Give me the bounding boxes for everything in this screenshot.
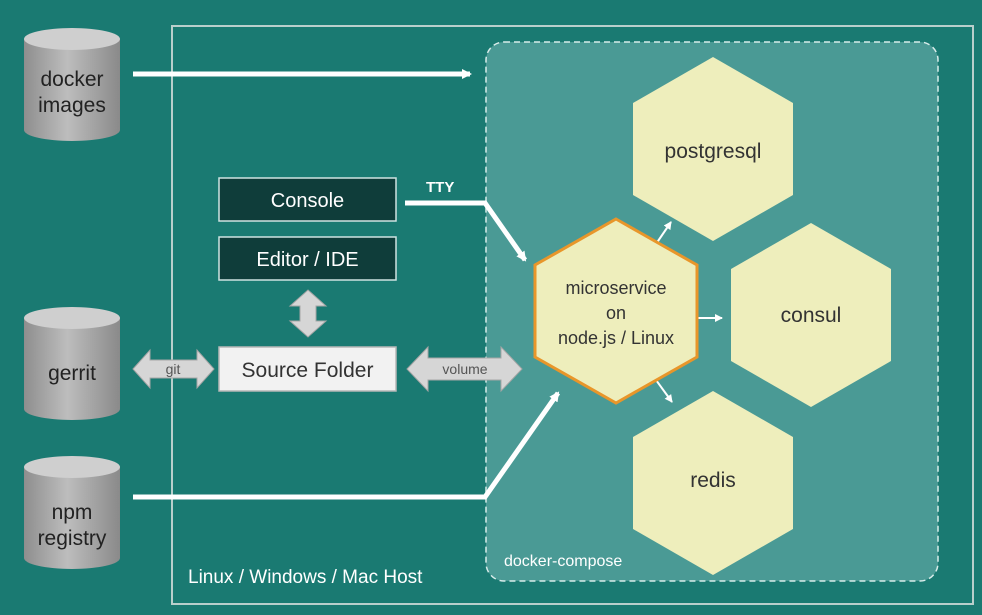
source-folder-box [218,346,397,392]
docker-images-label-line2: images [38,94,106,117]
volume-double-arrow [406,345,523,393]
host-label: Linux / Windows / Mac Host [188,567,423,588]
docker-images-cylinder: docker images [24,28,120,141]
consul-label: consul [781,304,842,327]
git-double-arrow [132,348,215,390]
docker-compose-area [485,41,939,582]
docker-compose-label: docker-compose [504,553,622,570]
docker-images-label-line1: docker [40,68,103,91]
postgresql-label: postgresql [665,140,762,163]
gerrit-cylinder: gerrit [24,307,120,420]
redis-label: redis [690,469,736,492]
gerrit-label: gerrit [48,362,96,385]
microservice-label-line2: on [606,303,626,323]
arrow-to-redis [655,379,673,403]
microservice-hexagon [533,217,699,405]
npm-registry-arrow [133,391,561,500]
source-folder-label: Source Folder [242,359,374,382]
npm-registry-label-line2: registry [38,527,107,550]
redis-hexagon [633,391,793,575]
consul-hexagon [731,223,891,407]
editor-box [218,236,397,281]
console-label: Console [271,190,344,212]
npm-registry-cylinder: npm registry [24,456,120,569]
host-frame [171,25,974,605]
git-label: git [166,361,181,377]
volume-label: volume [442,361,487,377]
microservice-label-line3: node.js / Linux [558,328,674,348]
arrow-to-postgresql [655,221,672,245]
tty-label: TTY [426,179,454,196]
editor-source-double-arrow [288,289,328,338]
postgresql-hexagon [633,57,793,241]
microservice-label-line1: microservice [565,278,666,298]
tty-arrow [405,200,528,262]
editor-label: Editor / IDE [256,249,358,271]
npm-registry-label-line1: npm [52,501,93,524]
console-box [218,177,397,222]
